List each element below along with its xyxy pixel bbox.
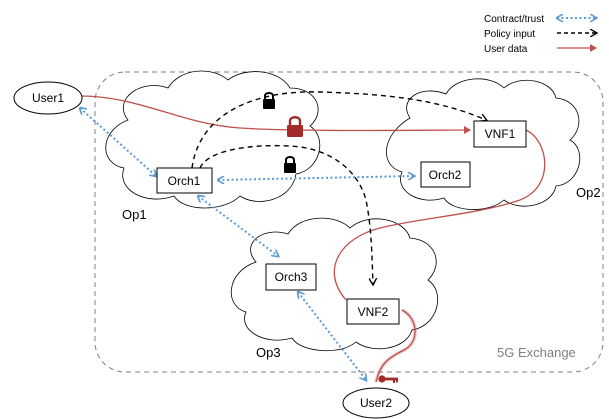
legend-contract-label: Contract/trust xyxy=(484,14,544,25)
userdata-path-vnf2-user2 xyxy=(375,309,416,383)
lock-icon xyxy=(263,92,275,109)
vnf1-box xyxy=(473,120,527,148)
user2-label: User2 xyxy=(360,396,392,410)
op3-label: Op3 xyxy=(256,345,281,360)
lock-icon xyxy=(287,116,303,137)
userdata-glow-user2 xyxy=(374,308,417,383)
user2-node xyxy=(342,387,410,419)
vnf2-box xyxy=(346,298,400,325)
exchange-label: 5G Exchange xyxy=(497,345,576,360)
cloud-op3 xyxy=(230,217,439,352)
contract-user1-orch1 xyxy=(80,108,156,176)
userdata-path-user1-vnf1 xyxy=(79,95,471,135)
policy-arrow-orch1-vnf1 xyxy=(191,91,486,169)
orch2-label: Orch2 xyxy=(429,168,462,182)
userdata-path-vnf1-vnf2 xyxy=(333,129,546,301)
key-icon xyxy=(378,375,398,383)
cloud-op1 xyxy=(105,70,321,209)
orch2-box xyxy=(420,161,471,188)
legend: Contract/trust Policy input User data xyxy=(484,14,596,55)
exchange-boundary xyxy=(94,71,604,373)
op1-label: Op1 xyxy=(122,207,147,222)
vnf1-label: VNF1 xyxy=(485,127,516,141)
legend-policy-label: Policy input xyxy=(484,29,535,40)
orch1-label: Orch1 xyxy=(168,174,201,188)
user1-node xyxy=(13,81,83,115)
orch1-box xyxy=(156,167,213,194)
vnf2-label: VNF2 xyxy=(358,305,389,319)
orch3-label: Orch3 xyxy=(275,270,308,284)
op2-label: Op2 xyxy=(576,185,601,200)
legend-userdata-label: User data xyxy=(484,44,528,55)
contract-orch3-user2 xyxy=(298,292,366,380)
orch3-box xyxy=(265,263,317,291)
user1-label: User1 xyxy=(32,91,64,105)
policy-arrow-orch1-vnf2 xyxy=(199,144,373,284)
contract-orch1-orch2 xyxy=(218,176,414,180)
contract-orch1-orch3 xyxy=(198,196,278,256)
lock-icon xyxy=(284,156,296,173)
